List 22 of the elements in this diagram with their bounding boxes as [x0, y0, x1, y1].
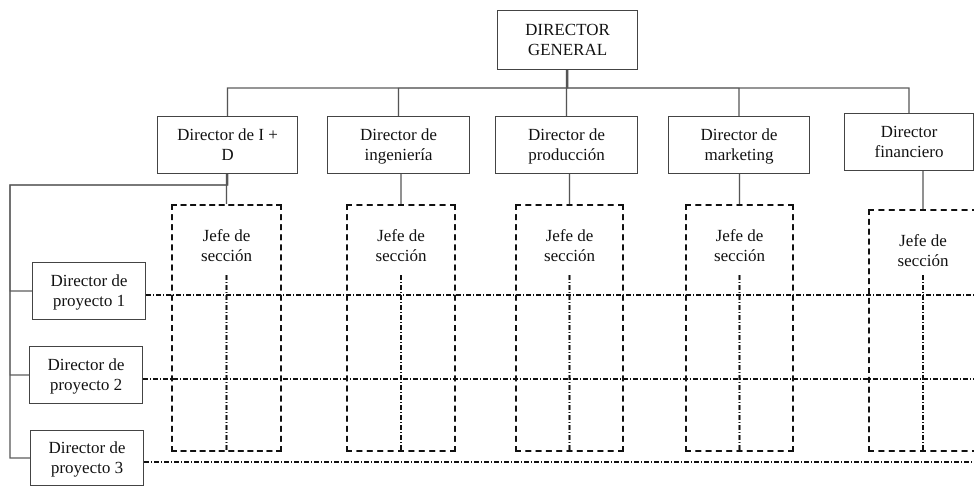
- role-box: [844, 113, 974, 171]
- role-box: [668, 116, 810, 174]
- section-box: [171, 204, 282, 452]
- connector-line: [566, 70, 568, 116]
- connector-line: [9, 174, 228, 459]
- role-box: [497, 10, 638, 70]
- connector-line: [566, 70, 910, 113]
- role-box: [495, 116, 638, 174]
- connector-line: [738, 174, 740, 204]
- section-box: [868, 209, 974, 452]
- section-box: [346, 204, 456, 452]
- role-box: [29, 346, 143, 404]
- role-box: [32, 262, 146, 320]
- role-box: [327, 116, 470, 174]
- connector-line: [226, 174, 228, 204]
- connector-line: [400, 174, 402, 204]
- section-box: [515, 204, 624, 452]
- role-box: [30, 430, 144, 486]
- connector-line: [922, 171, 924, 209]
- role-box: [157, 116, 298, 174]
- connector-line: [568, 174, 570, 204]
- section-box: [685, 204, 794, 452]
